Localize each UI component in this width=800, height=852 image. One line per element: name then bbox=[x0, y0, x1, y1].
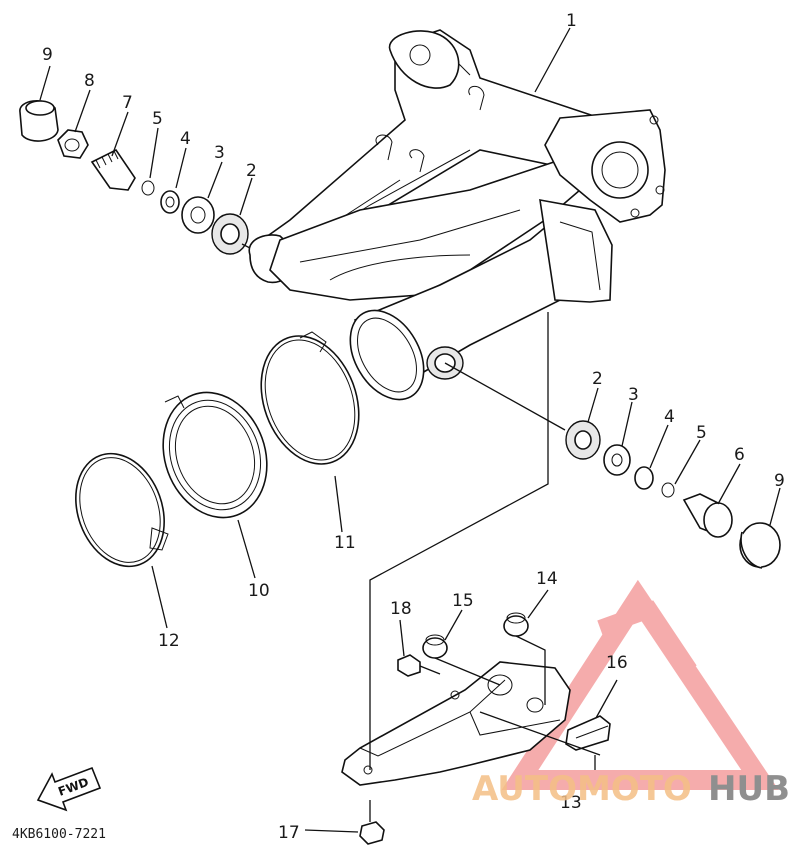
label-part-14: 14 bbox=[536, 569, 558, 589]
label-part-6: 6 bbox=[734, 445, 745, 465]
left-pivot-parts bbox=[19, 100, 249, 255]
label-part-5-right: 5 bbox=[696, 423, 707, 443]
swingarm-body bbox=[248, 29, 666, 401]
label-part-8: 8 bbox=[84, 71, 95, 91]
damper-15 bbox=[422, 634, 448, 659]
watermark-text-automoto: AUTOMOTO bbox=[472, 769, 692, 809]
label-part-17: 17 bbox=[278, 823, 300, 843]
watermark-logo-icon bbox=[501, 579, 779, 790]
label-part-7: 7 bbox=[122, 93, 133, 113]
right-pivot-parts bbox=[565, 420, 781, 569]
label-part-5-left: 5 bbox=[152, 109, 163, 129]
label-part-10: 10 bbox=[248, 581, 270, 601]
label-part-4-left: 4 bbox=[180, 129, 191, 149]
label-part-1: 1 bbox=[566, 11, 577, 31]
label-part-2-right: 2 bbox=[592, 369, 603, 389]
watermark-text-hub: HUB bbox=[708, 769, 790, 809]
bolt-18 bbox=[397, 654, 441, 677]
label-part-9-left: 9 bbox=[42, 45, 53, 65]
label-part-9-right: 9 bbox=[774, 471, 785, 491]
label-part-4-right: 4 bbox=[664, 407, 675, 427]
label-part-18: 18 bbox=[390, 599, 412, 619]
label-part-3-left: 3 bbox=[214, 143, 225, 163]
label-leaders bbox=[39, 27, 781, 833]
label-part-16: 16 bbox=[606, 653, 628, 673]
damper-14 bbox=[503, 612, 529, 637]
fwd-arrow-icon: FWD bbox=[36, 766, 102, 812]
label-part-15: 15 bbox=[452, 591, 474, 611]
diagram-code: 4KB6100-7221 bbox=[12, 827, 106, 842]
bolt-17 bbox=[359, 821, 385, 845]
leader-lines bbox=[369, 312, 601, 822]
label-part-11: 11 bbox=[334, 533, 356, 553]
label-part-12: 12 bbox=[158, 631, 180, 651]
block-16 bbox=[565, 715, 611, 751]
guard-plate bbox=[341, 661, 571, 786]
label-part-2-left: 2 bbox=[246, 161, 257, 181]
label-part-3-right: 3 bbox=[628, 385, 639, 405]
label-part-13: 13 bbox=[560, 793, 582, 813]
boot-and-bands bbox=[75, 331, 360, 568]
